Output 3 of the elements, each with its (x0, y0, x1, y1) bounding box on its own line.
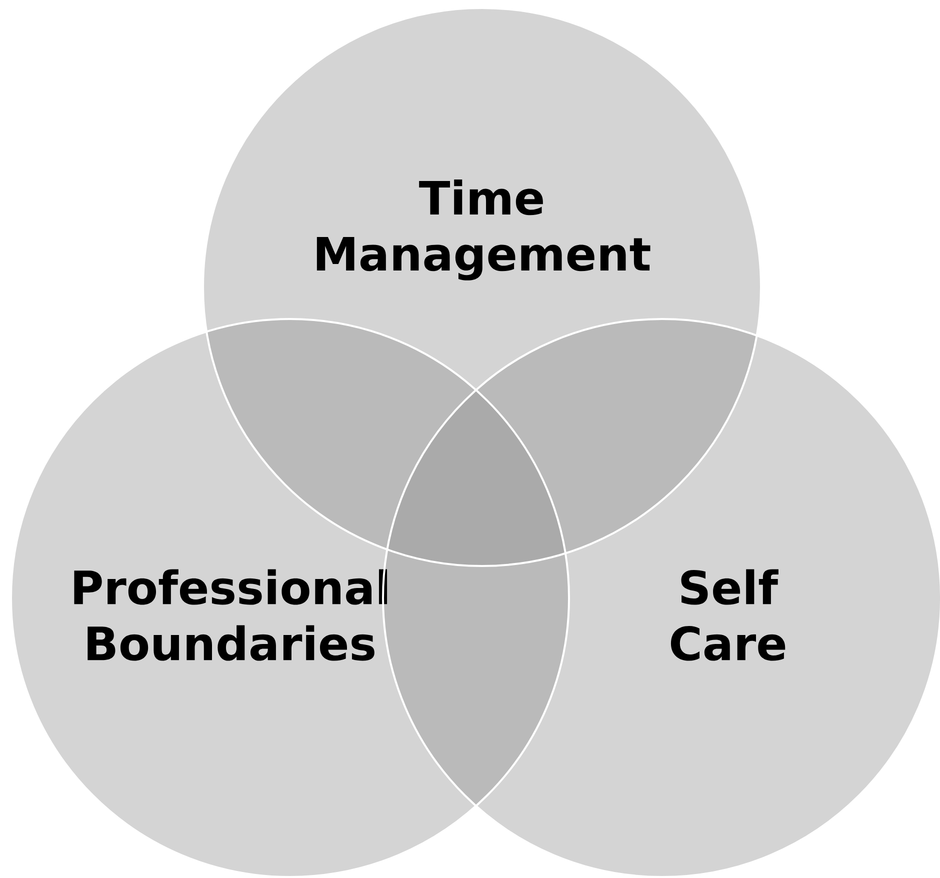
circle-label: Professional Boundaries (74, 569, 388, 661)
circle-label: Time Management (316, 180, 650, 280)
circle-label: Self Care (670, 569, 786, 661)
